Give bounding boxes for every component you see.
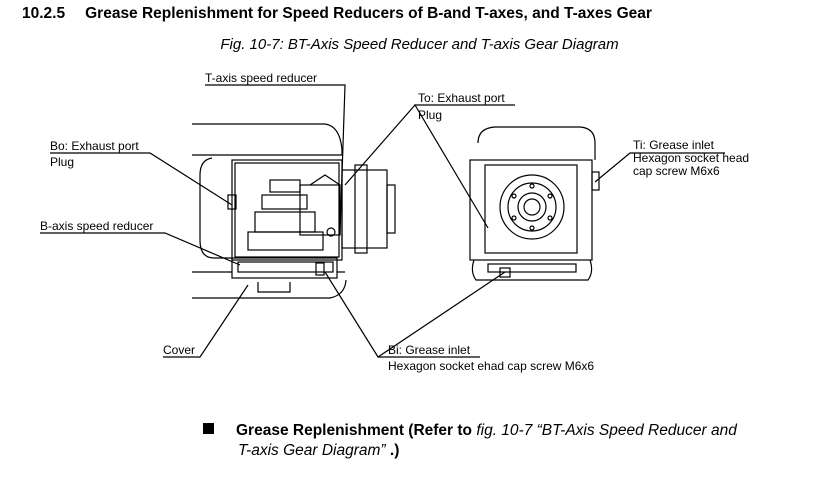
bullet-square-icon	[203, 423, 214, 434]
bi-screw-label: Hexagon socket ehad cap screw M6x6	[388, 359, 594, 373]
ti-screw-label-1: Hexagon socket head	[633, 151, 749, 165]
ti-screw-label-2: cap screw M6x6	[633, 164, 720, 178]
bullet-bold-text: Grease Replenishment (Refer to	[236, 422, 473, 439]
bo-plug-label: Plug	[50, 155, 74, 169]
figure-caption: Fig. 10-7: BT-Axis Speed Reducer and T-a…	[220, 36, 619, 53]
t-axis-reducer-label: T-axis speed reducer	[205, 71, 317, 85]
bullet-item-continued: T-axis Gear Diagram” .)	[238, 441, 399, 461]
b-axis-reducer-label: B-axis speed reducer	[40, 219, 153, 233]
bullet-bold-end: .)	[389, 442, 400, 459]
ti-grease-label: Ti: Grease inlet	[633, 138, 715, 152]
bt-axis-diagram: T-axis speed reducer To: Exhaust port Pl…	[40, 71, 749, 373]
bullet-italic-text: fig. 10-7 “BT-Axis Speed Reducer and	[476, 422, 737, 439]
bo-exhaust-label: Bo: Exhaust port	[50, 139, 139, 153]
section-heading: 10.2.5 Grease Replenishment for Speed Red…	[22, 5, 652, 23]
bullet-italic-text-2: T-axis Gear Diagram”	[238, 442, 386, 459]
cover-label: Cover	[163, 343, 195, 357]
to-exhaust-label: To: Exhaust port	[418, 91, 505, 105]
to-plug-label: Plug	[418, 108, 442, 122]
section-number: 10.2.5	[22, 5, 66, 22]
bullet-item: Grease Replenishment (Refer to fig. 10-7…	[203, 421, 737, 441]
bi-grease-label: Bi: Grease inlet	[388, 343, 471, 357]
section-title: Grease Replenishment for Speed Reducers …	[85, 5, 652, 22]
